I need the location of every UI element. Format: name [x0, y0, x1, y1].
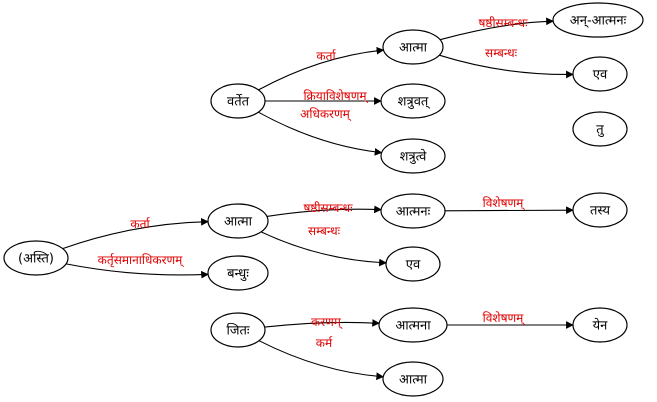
edge-e7 [258, 340, 385, 381]
node-n_eva2: एव [572, 56, 628, 92]
node-ellipse-n_yena [572, 307, 628, 343]
node-ellipse-n_shatruvat [380, 83, 446, 119]
node-ellipse-n_atma3 [382, 29, 444, 65]
node-label-n_shatruvat: शत्रुवत् [398, 95, 431, 110]
edge-label-e8: विशेषणम् [483, 311, 526, 326]
edge-e12 [439, 17, 554, 41]
edge-e6 [264, 319, 380, 328]
node-label-n_vartet: वर्तेत [227, 94, 250, 110]
node-label-n_tu: तु [596, 123, 604, 138]
edge-label-e5: विशेषणम् [483, 196, 526, 211]
node-ellipse-n_shatrutve [380, 138, 446, 174]
node-label-n_asti: (अस्ति) [18, 251, 54, 267]
node-ellipse-n_atmanah [380, 193, 446, 229]
node-label-n_atma3: आत्मा [399, 41, 428, 56]
node-n_yena: येन [572, 307, 628, 343]
edge-label-e10: क्रियाविशेषणम् [303, 89, 368, 104]
node-label-n_an_atmanah: अन्-आत्मनः [570, 14, 627, 29]
node-n_jitah: जितः [210, 312, 266, 348]
edge-label-e7: कर्म [316, 336, 333, 350]
node-n_tu: तु [572, 111, 628, 147]
edge-label-e2: कर्तृसमानाधिकरणम् [98, 253, 185, 268]
node-ellipse-n_tu [572, 111, 628, 147]
node-ellipse-n_an_atmanah [552, 2, 644, 38]
node-ellipse-n_bandhu [207, 255, 269, 291]
node-n_eva1: एव [385, 246, 441, 282]
node-n_vartet: वर्तेत [210, 83, 266, 119]
node-label-n_atma1: आत्मा [224, 215, 253, 230]
edge-label-e11: अधिकरणम् [300, 107, 352, 122]
node-label-n_bandhu: बन्धुः [227, 267, 249, 282]
edge-label-e6: करणम् [311, 315, 343, 330]
node-label-n_atma2: आत्मा [399, 373, 428, 388]
node-n_atma1: आत्मा [207, 203, 269, 239]
node-ellipse-n_jitah [210, 312, 266, 348]
node-label-n_eva1: एव [406, 258, 421, 273]
node-n_shatruvat: शत्रुवत् [380, 83, 446, 119]
node-label-n_atmanah: आत्मनः [396, 205, 431, 220]
node-ellipse-n_atma1 [207, 203, 269, 239]
edge-e13 [439, 54, 574, 79]
edge-e11 [258, 111, 383, 156]
edge-e9 [258, 46, 385, 91]
node-label-n_jitah: जितः [226, 323, 249, 339]
node-n_asti: (अस्ति) [3, 240, 69, 276]
edge-label-e1: कर्ता [130, 217, 150, 231]
node-ellipse-n_vartet [210, 83, 266, 119]
node-n_bandhu: बन्धुः [207, 255, 269, 291]
node-label-n_atmana: आत्मना [395, 319, 431, 334]
node-n_shatrutve: शत्रुत्वे [380, 138, 446, 174]
edge-e2 [65, 263, 209, 279]
edge-e4 [260, 231, 387, 267]
node-label-n_shatrutve: शत्रुत्वे [400, 149, 427, 165]
node-ellipse-n_atma2 [382, 361, 444, 397]
node-n_atmanah: आत्मनः [380, 193, 446, 229]
edge-label-e9: कर्ता [316, 49, 336, 63]
node-n_atma3: आत्मा [382, 29, 444, 65]
node-n_an_atmanah: अन्-आत्मनः [552, 2, 644, 38]
node-ellipse-n_asti [3, 240, 69, 276]
edge-label-e13: सम्बन्धः [485, 46, 518, 60]
node-label-n_yena: येन [593, 318, 609, 334]
node-ellipse-n_eva1 [385, 246, 441, 282]
node-n_atmana: आत्मना [378, 307, 448, 343]
node-label-n_tasya: तस्य [590, 204, 610, 219]
edge-e5 [444, 206, 574, 215]
edge-label-e12: षष्ठीसम्बन्धः [478, 16, 528, 30]
node-label-n_eva2: एव [593, 68, 608, 83]
node-ellipse-n_eva2 [572, 56, 628, 92]
node-ellipse-n_atmana [378, 307, 448, 343]
edge-label-e4: सम्बन्धः [308, 224, 341, 238]
node-n_tasya: तस्य [572, 192, 628, 228]
edge-e3 [266, 205, 382, 217]
edge-label-e3: षष्ठीसम्बन्धः [303, 201, 353, 215]
node-ellipse-n_tasya [572, 192, 628, 228]
node-n_atma2: आत्मा [382, 361, 444, 397]
edge-e1 [62, 217, 209, 250]
